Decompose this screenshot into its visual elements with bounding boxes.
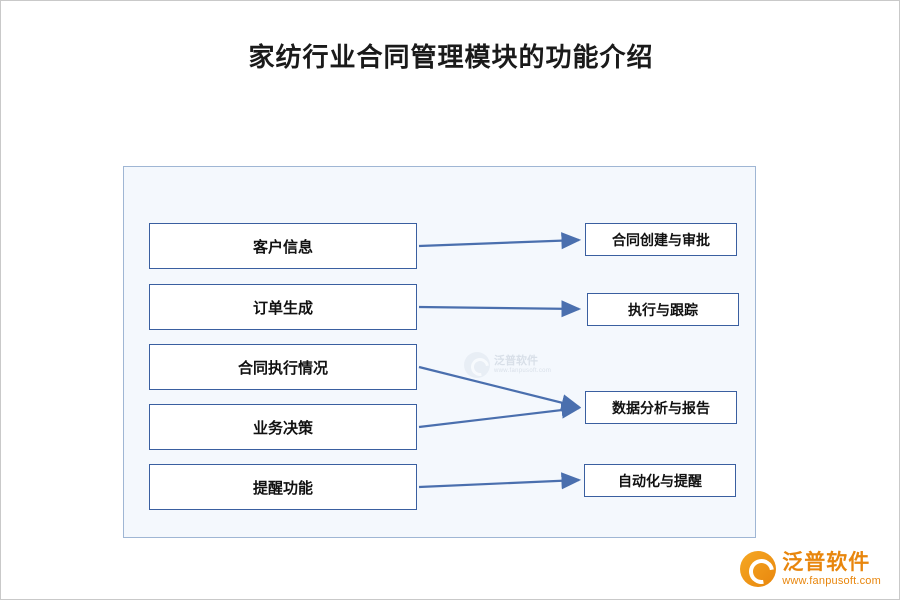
left-box-3[interactable]: 合同执行情况	[149, 344, 417, 390]
brand-name: 泛普软件	[782, 551, 871, 575]
right-box-3-label: 数据分析与报告	[612, 399, 710, 416]
right-box-4-label: 自动化与提醒	[618, 472, 702, 489]
right-box-3[interactable]: 数据分析与报告	[585, 391, 737, 424]
watermark-url: www.fanpusoft.com	[494, 367, 552, 374]
watermark-brand: 泛普软件	[494, 355, 538, 368]
brand-logo-text: 泛普软件 www.fanpusoft.com	[782, 551, 881, 586]
watermark: 泛普软件 www.fanpusoft.com	[464, 347, 594, 383]
watermark-logo-icon	[464, 352, 490, 378]
right-box-4[interactable]: 自动化与提醒	[584, 464, 736, 497]
right-box-1[interactable]: 合同创建与审批	[585, 223, 737, 256]
left-box-2-label: 订单生成	[252, 299, 313, 317]
brand-url: www.fanpusoft.com	[782, 574, 881, 587]
left-box-5-label: 提醒功能	[252, 479, 313, 497]
left-box-4[interactable]: 业务决策	[149, 404, 417, 450]
left-box-4-label: 业务决策	[252, 419, 313, 437]
right-box-2-label: 执行与跟踪	[628, 301, 698, 318]
watermark-text: 泛普软件 www.fanpusoft.com	[494, 356, 551, 374]
left-box-1[interactable]: 客户信息	[149, 223, 417, 269]
right-box-2[interactable]: 执行与跟踪	[587, 293, 739, 326]
left-box-3-label: 合同执行情况	[237, 359, 328, 377]
page-title: 家纺行业合同管理模块的功能介绍	[248, 42, 654, 72]
brand-logo: 泛普软件 www.fanpusoft.com	[740, 551, 881, 587]
right-box-1-label: 合同创建与审批	[612, 231, 710, 248]
brand-logo-icon	[740, 551, 777, 587]
left-box-5[interactable]: 提醒功能	[149, 464, 417, 510]
left-box-2[interactable]: 订单生成	[149, 284, 417, 330]
left-box-1-label: 客户信息	[252, 238, 313, 256]
